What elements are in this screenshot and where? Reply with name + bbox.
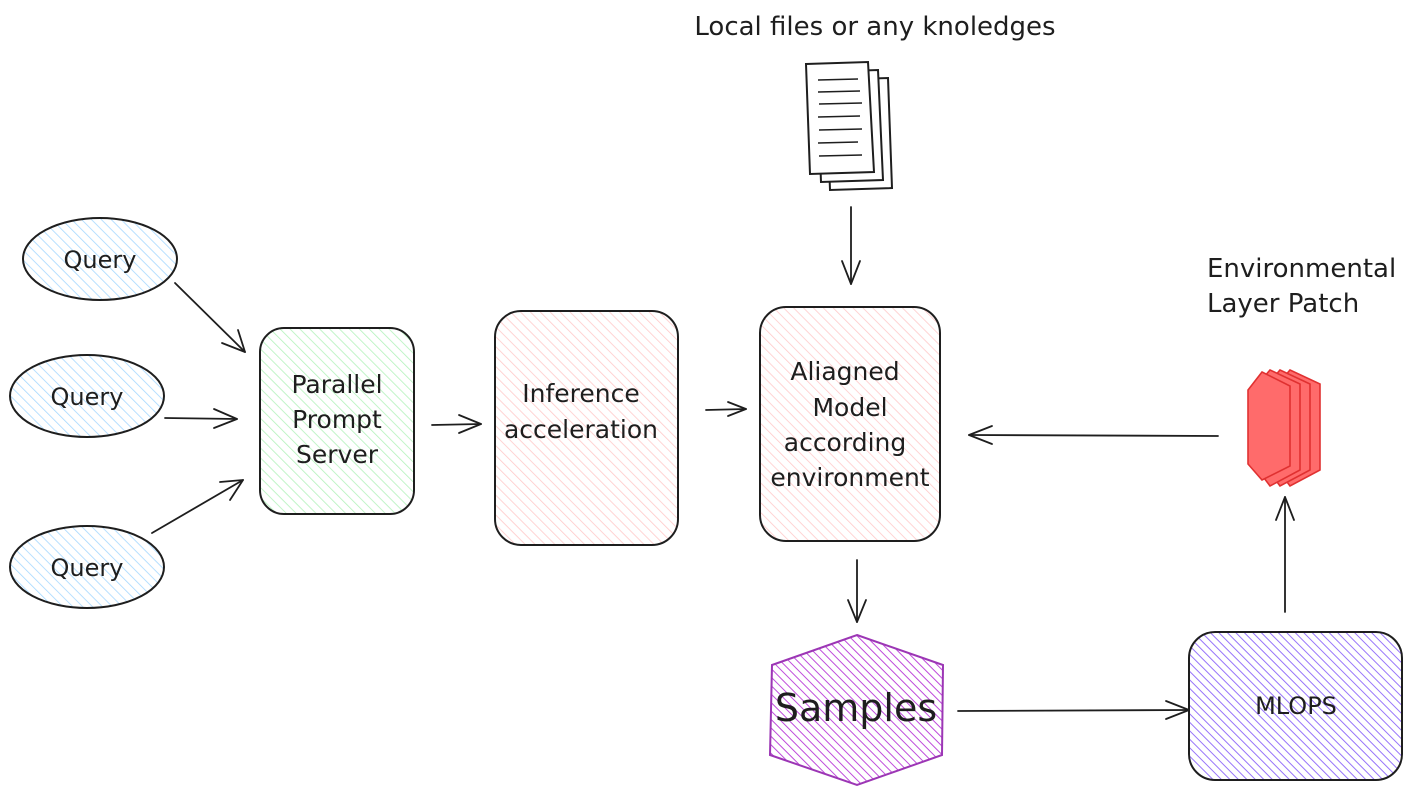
inference-acceleration-node: Inference acceleration [494, 310, 679, 546]
model-label-line2: Model [812, 393, 887, 422]
query-node-1: Query [22, 217, 178, 301]
aligned-model-node: Aliagned Model according environment [759, 306, 941, 542]
mlops-label: MLOPS [1255, 692, 1337, 720]
arrow-model-to-samples [847, 559, 867, 623]
parallel-prompt-server-node: Parallel Prompt Server [259, 327, 415, 515]
query-label: Query [51, 383, 124, 411]
document-stack-icon [804, 60, 894, 192]
arrow-mlops-to-patch [1275, 496, 1295, 613]
server-label-line2: Prompt [292, 405, 382, 434]
arrow-query3-to-server [151, 479, 244, 534]
server-label-line3: Server [296, 440, 379, 469]
query-node-2: Query [9, 354, 165, 438]
arrow-samples-to-mlops [957, 700, 1190, 720]
arrow-server-to-inference [431, 414, 482, 434]
arrow-inference-to-model [705, 401, 747, 417]
mlops-node: MLOPS [1188, 631, 1403, 781]
arrow-query2-to-server [164, 408, 238, 429]
model-label-line4: environment [770, 463, 929, 492]
query-label: Query [64, 246, 137, 274]
query-label: Query [51, 554, 124, 582]
layer-stack-icon [1247, 369, 1321, 488]
knowledge-source-label: Local files or any knoledges [694, 12, 1055, 42]
samples-node: Samples [768, 633, 945, 787]
model-label-line1: Aliagned [790, 357, 899, 386]
env-patch-label-line1: Environmental [1207, 254, 1396, 284]
arrow-documents-to-model [841, 206, 861, 285]
env-patch-label-line2: Layer Patch [1207, 289, 1359, 319]
query-node-3: Query [9, 525, 165, 609]
inference-label-line1: Inference [522, 379, 639, 408]
server-label-line1: Parallel [291, 370, 382, 399]
samples-label: Samples [775, 686, 937, 730]
model-label-line3: according [784, 428, 906, 457]
arrow-patch-to-model [968, 425, 1219, 445]
inference-label-line2: acceleration [504, 415, 658, 444]
arrow-query1-to-server [174, 282, 246, 353]
